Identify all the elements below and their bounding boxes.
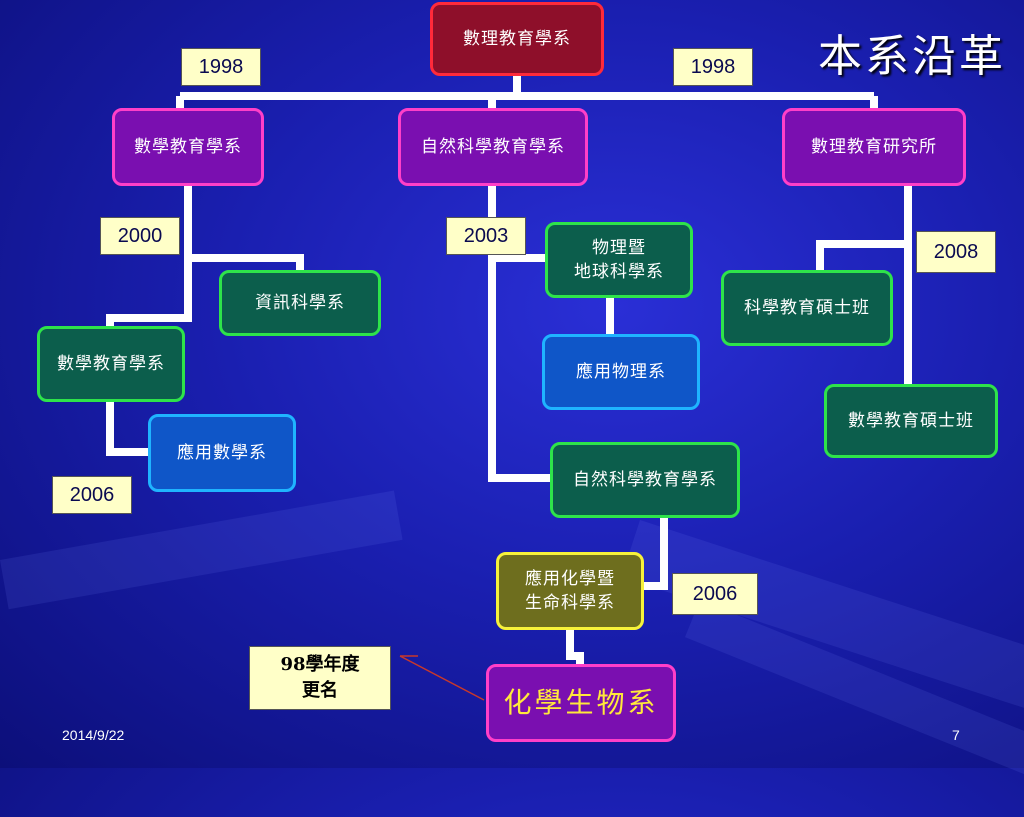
node-phys-earth: 物理暨 地球科學系 [545,222,693,298]
node-applied-math: 應用數學系 [148,414,296,492]
slide-title: 本系沿革 [818,31,1006,82]
year-label-2008: 2008 [916,231,996,273]
year-label-2006-right: 2006 [672,573,758,615]
node-chem-bio: 化學生物系 [486,664,676,742]
year-label-2003: 2003 [446,217,526,255]
node-applied-chem-life: 應用化學暨 生命科學系 [496,552,644,630]
node-sci-edu-master: 科學教育碩士班 [721,270,893,346]
node-math-edu: 數學教育學系 [112,108,264,186]
year-label-2000: 2000 [100,217,180,255]
node-math-edu-master: 數學教育碩士班 [824,384,998,458]
node-grad-inst: 數理教育研究所 [782,108,966,186]
connector-lines [399,655,485,701]
year-label-1998-left: 1998 [181,48,261,86]
footer-date: 2014/9/22 [62,727,125,743]
rename-note: 98學年度 更名 [249,646,391,710]
node-nat-sci-edu: 自然科學教育學系 [398,108,588,186]
node-info-sci: 資訊科學系 [219,270,381,336]
node-root: 數理教育學系 [430,2,604,76]
footer-page-number: 7 [952,727,960,743]
node-nat-sci-edu-2: 自然科學教育學系 [550,442,740,518]
year-label-2006-left: 2006 [52,476,132,514]
node-applied-phys: 應用物理系 [542,334,700,410]
node-math-edu-2: 數學教育學系 [37,326,185,402]
year-label-1998-right: 1998 [673,48,753,86]
